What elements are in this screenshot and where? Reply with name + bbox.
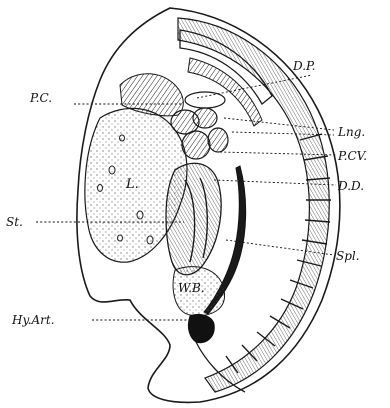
label-dp: D.P. [292, 59, 315, 73]
label-l: L. [125, 177, 139, 192]
label-pcv: P.CV. [337, 149, 367, 163]
label-st: St. [6, 215, 23, 229]
label-dd: D.D. [337, 179, 364, 193]
label-spl: Spl. [336, 249, 360, 263]
stomach [166, 163, 221, 275]
leader-lng-1 [224, 118, 334, 130]
label-pc: P.C. [29, 91, 52, 105]
hyaloid-artery-vessel [188, 314, 214, 342]
label-wb: W.B. [178, 281, 205, 295]
label-hyart: Hy.Art. [11, 313, 55, 327]
label-lng: Lng. [337, 125, 365, 139]
